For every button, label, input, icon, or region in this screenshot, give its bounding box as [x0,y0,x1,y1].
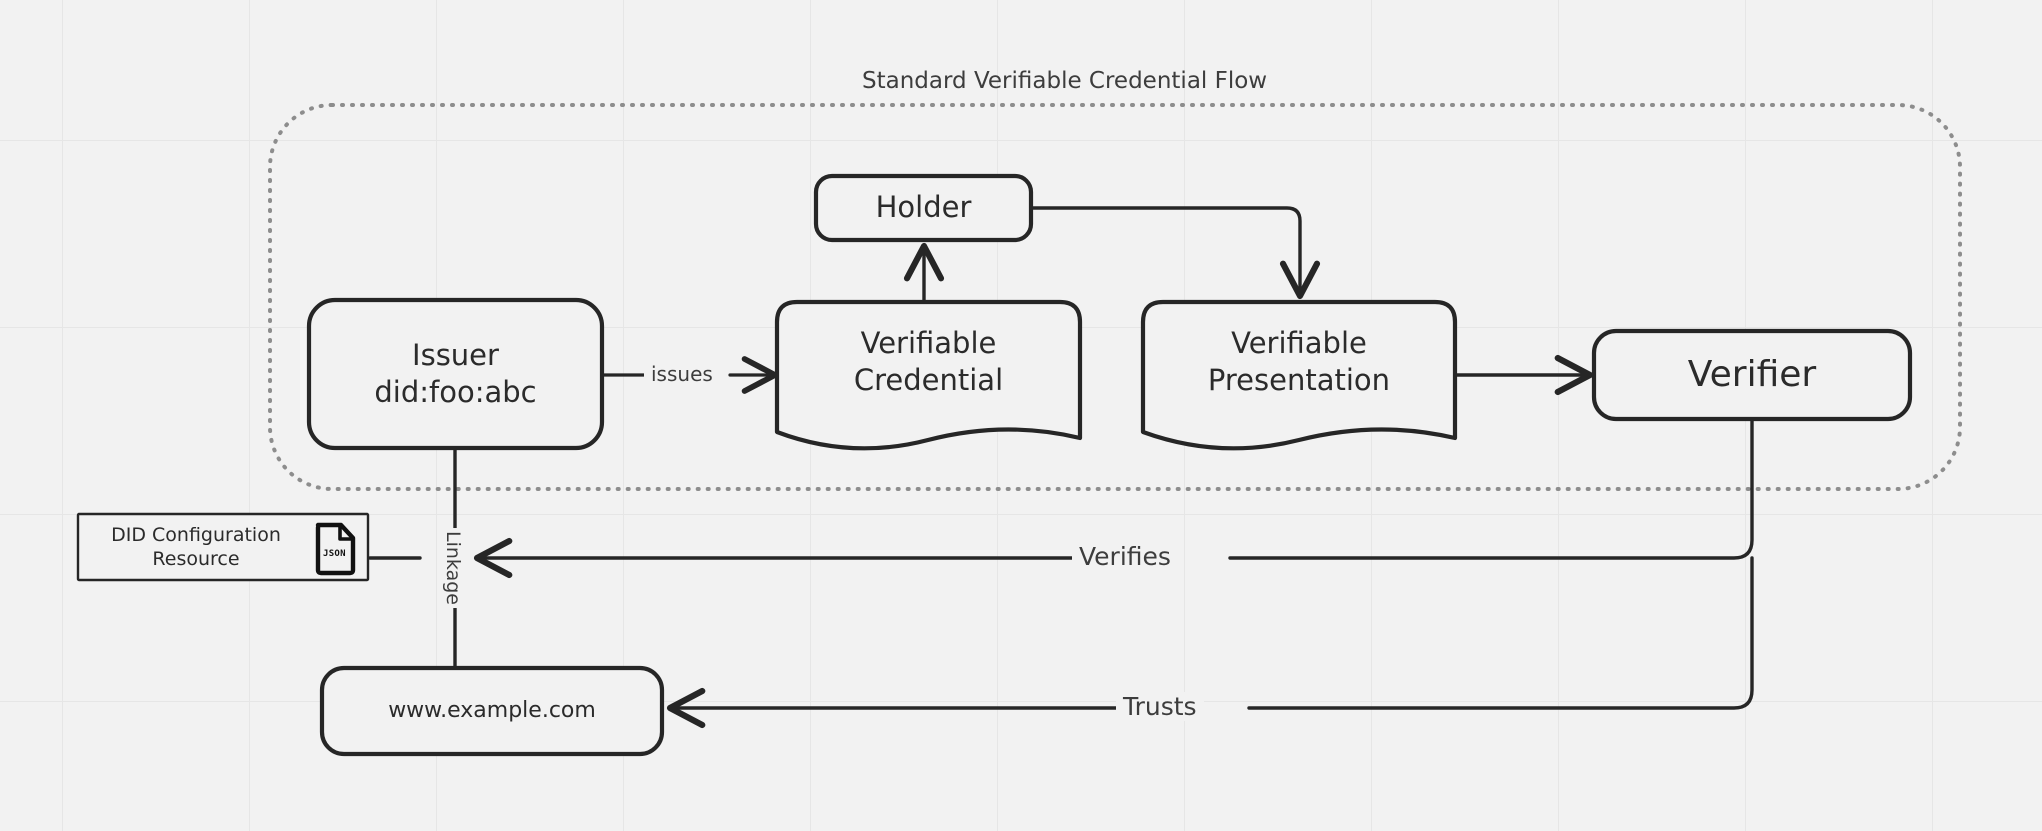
verifier-node-shape[interactable] [1591,328,1913,422]
edge-label-issues: issues [644,362,720,386]
issuer-node-shape[interactable] [306,297,605,451]
edge-verifier-trunk [1228,419,1754,560]
json-icon-text: JSON [323,549,346,559]
website-node-shape[interactable] [319,665,665,757]
edge-trusts-line [1247,556,1754,710]
flow-group-container [268,103,1962,491]
verifiable-presentation-node-shape[interactable] [1140,299,1458,451]
did-configuration-resource-node-shape[interactable] [76,512,370,582]
edge-label-linkage: Linkage [437,528,468,608]
edge-label-verifies: Verifies [1072,542,1178,571]
holder-node-shape[interactable] [813,173,1034,243]
json-file-icon [315,522,356,576]
verifiable-credential-node-shape[interactable] [774,299,1083,451]
diagram-title: Standard Verifiable Credential Flow [862,68,1268,94]
edge-label-trusts: Trusts [1116,692,1204,721]
edge-holder-to-vp [1030,206,1321,300]
